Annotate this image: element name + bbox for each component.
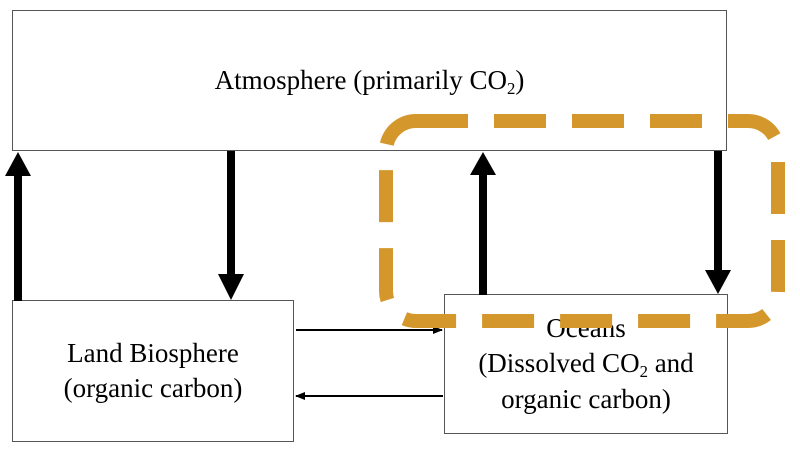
arrow-land-to-atmosphere	[5, 152, 31, 301]
ocean-exchange-highlight	[379, 114, 785, 328]
oceans-subtitle-line-1: (Dissolved CO2 and	[478, 348, 694, 382]
atmosphere-box: Atmosphere (primarily CO2)	[12, 10, 727, 151]
atmosphere-label: Atmosphere (primarily CO2)	[214, 64, 525, 98]
arrow-atmosphere-to-land	[218, 151, 244, 300]
land-biosphere-box: Land Biosphere (organic carbon)	[12, 300, 294, 442]
arrow-atmosphere-to-ocean	[705, 151, 731, 294]
arrow-ocean-to-atmosphere	[470, 152, 496, 295]
oceans-subtitle-line-2: organic carbon)	[501, 383, 671, 414]
land-biosphere-title: Land Biosphere	[67, 337, 239, 368]
land-biosphere-subtitle: (organic carbon)	[63, 373, 243, 403]
